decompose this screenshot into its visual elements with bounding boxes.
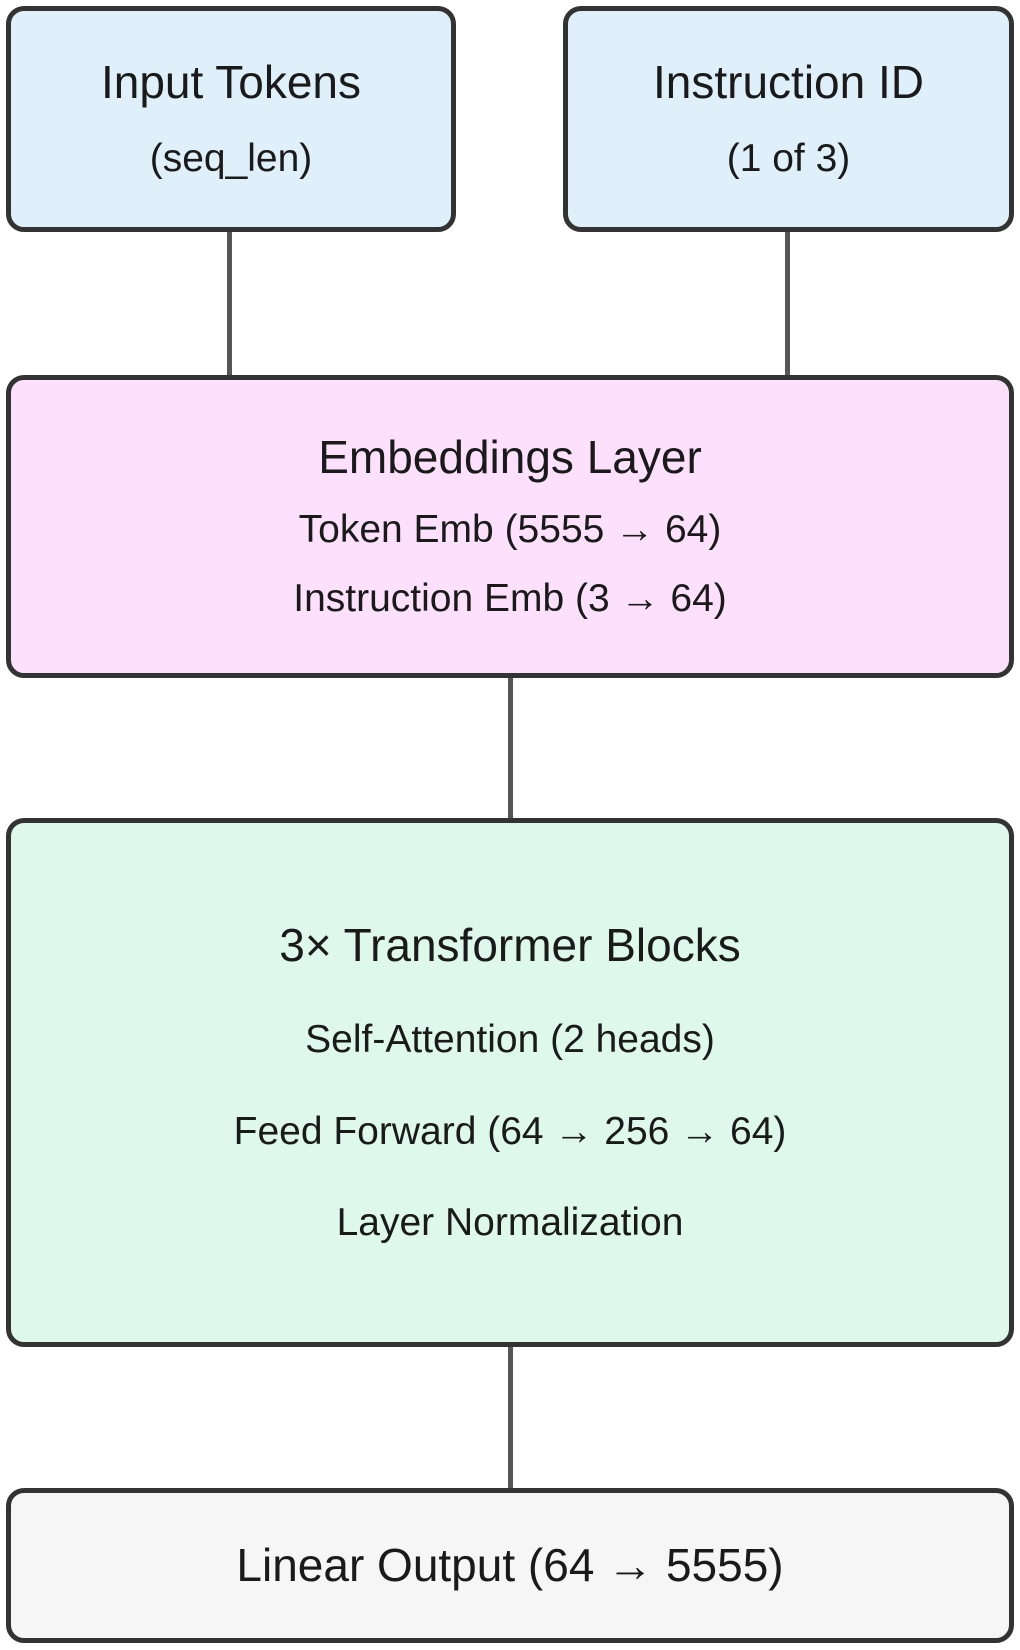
embeddings-layer-title: Embeddings Layer bbox=[318, 431, 702, 484]
instruction-id-subtitle: (1 of 3) bbox=[726, 137, 851, 181]
linear-output-title: Linear Output (64 → 5555) bbox=[236, 1538, 784, 1591]
transformer-blocks-node: 3× Transformer Blocks Self-Attention (2 … bbox=[6, 818, 1014, 1347]
instruction-id-title: Instruction ID bbox=[653, 56, 924, 108]
instruction-id-node: Instruction ID (1 of 3) bbox=[563, 6, 1014, 232]
input-tokens-title: Input Tokens bbox=[100, 56, 361, 108]
input-tokens-node: Input Tokens (seq_len) bbox=[6, 6, 456, 232]
connector-input-tokens-to-embeddings bbox=[227, 228, 232, 376]
linear-output-node: Linear Output (64 → 5555) bbox=[6, 1488, 1014, 1643]
embeddings-instruction-emb-line: Instruction Emb (3 → 64) bbox=[293, 577, 727, 621]
transformer-blocks-title: 3× Transformer Blocks bbox=[279, 918, 741, 971]
connector-instruction-id-to-embeddings bbox=[785, 228, 790, 376]
embeddings-layer-node: Embeddings Layer Token Emb (5555 → 64) I… bbox=[6, 375, 1014, 678]
connector-embeddings-to-transformer bbox=[508, 674, 513, 822]
transformer-layer-norm-line: Layer Normalization bbox=[336, 1201, 684, 1245]
connector-transformer-to-output bbox=[508, 1343, 513, 1491]
input-tokens-subtitle: (seq_len) bbox=[149, 137, 313, 181]
embeddings-token-emb-line: Token Emb (5555 → 64) bbox=[298, 508, 722, 552]
transformer-self-attention-line: Self-Attention (2 heads) bbox=[305, 1017, 715, 1061]
transformer-feed-forward-line: Feed Forward (64 → 256 → 64) bbox=[233, 1109, 787, 1153]
